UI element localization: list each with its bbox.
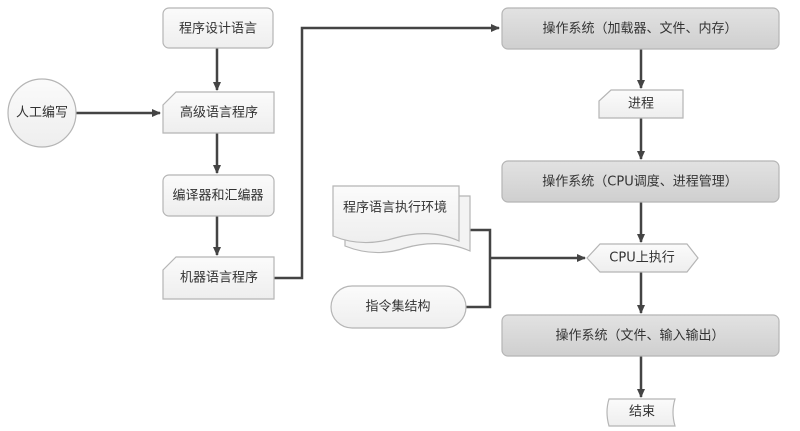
node-label: 编译器和汇编器: [172, 189, 263, 204]
connectors: [76, 24, 645, 398]
node-label: 程序语言执行环境: [343, 201, 447, 216]
node-label: 高级语言程序: [180, 105, 258, 121]
edge-machine-to-os-loader: [274, 24, 500, 280]
node-label: 进程: [628, 97, 654, 112]
node-high-level-program: 高级语言程序: [162, 91, 275, 134]
node-label: 机器语言程序: [180, 271, 258, 286]
node-label: 程序设计语言: [179, 22, 257, 37]
node-label: 操作系统（文件、输入输出）: [555, 328, 724, 344]
node-process: 进程: [598, 89, 684, 119]
node-cpu-exec: CPU上执行: [586, 243, 699, 273]
node-compiler-assembler: 编译器和汇编器: [162, 174, 275, 217]
node-instruction-set: 指令集结构: [330, 285, 467, 329]
node-os-io: 操作系统（文件、输入输出）: [501, 314, 780, 357]
node-machine-code-program: 机器语言程序: [162, 256, 275, 300]
node-label: 操作系统（CPU调度、进程管理）: [542, 174, 737, 190]
node-prog-design-lang: 程序设计语言: [162, 7, 274, 49]
node-label: 人工编写: [16, 106, 68, 121]
node-label: CPU上执行: [609, 251, 674, 266]
node-label: 指令集结构: [365, 299, 430, 315]
node-os-loader: 操作系统（加载器、文件、内存）: [501, 7, 780, 50]
edge-runtime-env-bracket: [466, 228, 492, 309]
node-manual-coding: 人工编写: [7, 78, 77, 148]
node-label: 结束: [629, 405, 655, 420]
node-end: 结束: [606, 398, 676, 427]
node-lang-runtime-env: 程序语言执行环境: [332, 185, 471, 254]
node-label: 操作系统（加载器、文件、内存）: [542, 21, 737, 37]
node-os-scheduler: 操作系统（CPU调度、进程管理）: [501, 160, 780, 203]
